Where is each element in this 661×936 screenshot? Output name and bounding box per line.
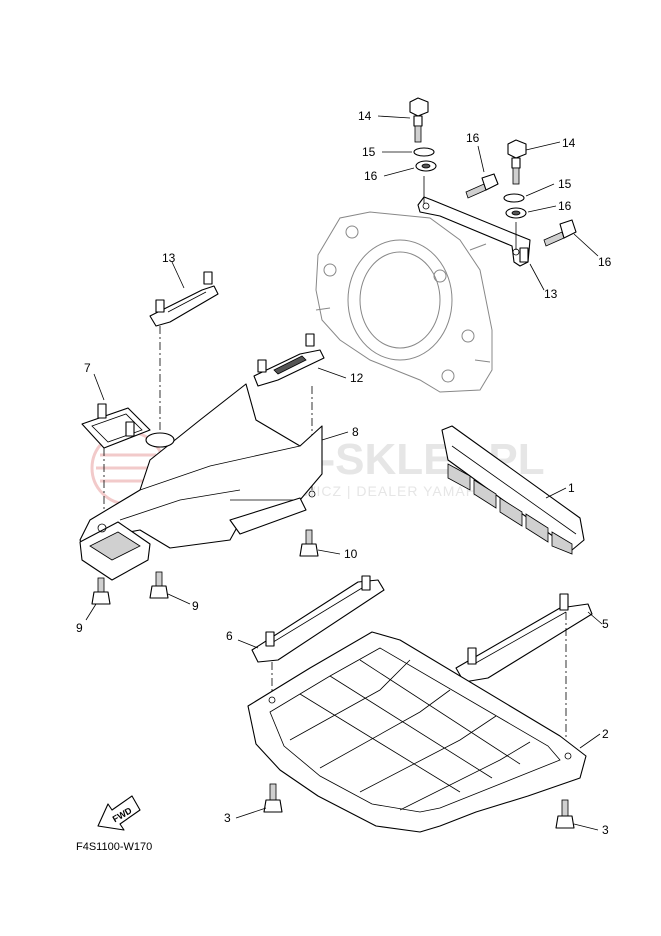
- callout-1: 1: [568, 481, 575, 495]
- callout-15-right: 16: [558, 199, 572, 213]
- bolt-3-right: [555, 799, 575, 829]
- callout-8: 9: [76, 621, 83, 635]
- bolt-9-left: [149, 571, 169, 599]
- callout-3-left: 3: [224, 811, 231, 825]
- bolt-13-left: [409, 97, 429, 143]
- rail-4: [455, 593, 593, 683]
- bolt-9-right: [299, 529, 319, 557]
- mount-8: [79, 521, 151, 581]
- mount-6: [81, 403, 151, 449]
- pad-1: [441, 425, 585, 555]
- callout-16-left: 16: [466, 131, 480, 145]
- callout-4: 5: [602, 617, 609, 631]
- callout-14-right: 15: [558, 177, 572, 191]
- mount-11: [149, 271, 219, 327]
- grate-2: [247, 631, 587, 833]
- engine-mount-plate: [315, 211, 493, 393]
- stud-bolt-16-left: [465, 173, 499, 199]
- callout-2: 2: [602, 727, 609, 741]
- mount-10: [253, 333, 325, 387]
- washer-14-left: [413, 147, 435, 157]
- callout-9-left: 9: [192, 599, 199, 613]
- callout-7: 8: [352, 425, 359, 439]
- washer-15-right-hole: [511, 210, 521, 216]
- callout-9-right: 10: [344, 547, 358, 561]
- callout-10: 12: [350, 371, 364, 385]
- callout-13-left: 14: [358, 109, 372, 123]
- fwd-arrow-icon: FWD: [97, 795, 141, 831]
- bolt-13-right: [507, 139, 527, 185]
- callout-13-right: 14: [562, 136, 576, 150]
- callout-6: 7: [84, 361, 91, 375]
- callout-5: 6: [226, 629, 233, 643]
- bolt-3-left: [263, 783, 283, 813]
- callouts: 14 15 16 16 14 15 16 16 13 13 7 12 8 1 1…: [76, 109, 612, 837]
- callout-3-right: 3: [602, 823, 609, 837]
- leader-lines: [85, 115, 603, 831]
- callout-14-left: 15: [362, 145, 376, 159]
- bolt-8: [91, 577, 111, 605]
- callout-11: 13: [162, 251, 176, 265]
- diagram-code: F4S1100-W170: [76, 841, 152, 853]
- intake-duct-7: [79, 383, 323, 561]
- callout-15-left: 16: [364, 169, 378, 183]
- stud-bolt-16-right: [543, 219, 577, 247]
- washer-15-left-hole: [421, 163, 431, 169]
- rail-5: [251, 575, 385, 663]
- washer-14-right: [503, 193, 525, 203]
- callout-16-right: 16: [598, 255, 612, 269]
- callout-12: 13: [544, 287, 558, 301]
